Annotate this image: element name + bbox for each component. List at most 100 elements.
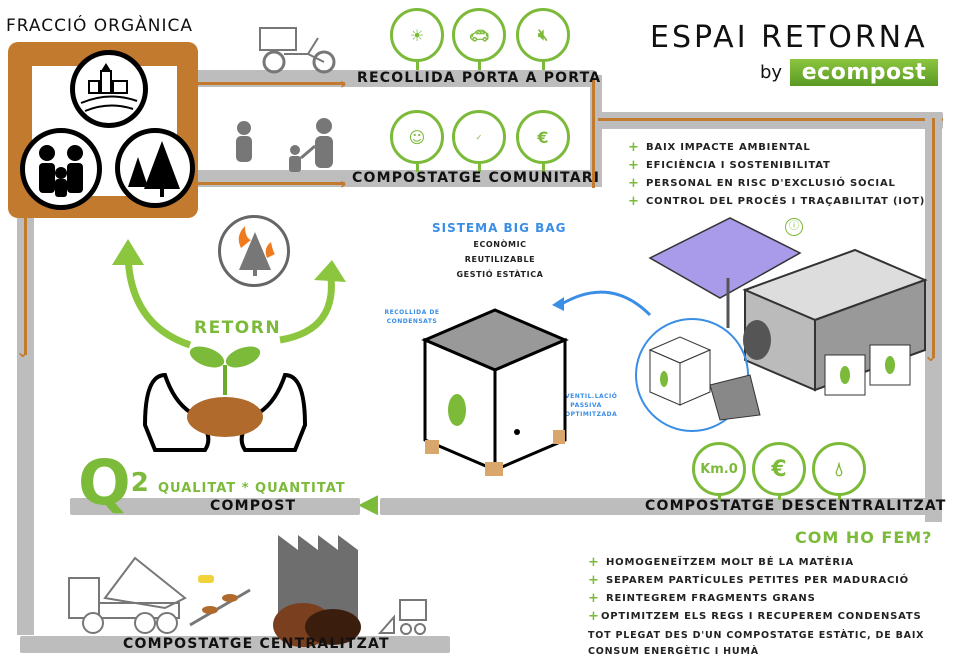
q-squared-symbol: Q2 xyxy=(78,452,149,514)
arrow-down-icon: ⌄ xyxy=(924,346,938,365)
centralized-label: COMPOSTATGE CENTRALITZAT xyxy=(123,636,390,652)
village-icon xyxy=(70,50,148,128)
euro-cycle-icon: € xyxy=(752,442,806,496)
icon-stem xyxy=(416,164,419,172)
how-summary-line: TOT PLEGAT DES D'UN COMPOSTATGE ESTÀTIC,… xyxy=(588,630,925,641)
icon-stem xyxy=(718,494,721,500)
benefit-item: + BAIX IMPACTE AMBIENTAL xyxy=(628,138,925,156)
benefit-item: + PERSONAL EN RISC D'EXCLUSIÓ SOCIAL xyxy=(628,174,925,192)
small-bag-illustration xyxy=(648,335,761,429)
how-summary-line: CONSUM ENERGÈTIC I HUMÀ xyxy=(588,646,759,657)
hands-sprout-icon xyxy=(135,335,315,459)
hand-water-drop-icon: 💧︎ xyxy=(812,442,866,496)
burning-tree-icon xyxy=(218,215,290,287)
how-step-text: OPTIMITZEM ELS REGS I RECUPEREM CONDENSA… xyxy=(601,610,922,622)
icon-stem xyxy=(838,494,841,500)
quality-formula: QUALITAT * QUANTITAT xyxy=(158,481,346,496)
no-noise-icon: 🔇︎ xyxy=(516,8,570,62)
icon-stem xyxy=(542,164,545,172)
solar-panel-illustration xyxy=(648,217,802,332)
plus-icon: + xyxy=(588,590,600,606)
plus-icon: + xyxy=(588,608,600,624)
arrow-left-green-icon: ◀ xyxy=(358,489,378,519)
plus-icon: + xyxy=(588,572,600,588)
benefit-item: + CONTROL DEL PROCÉS I TRAÇABILITAT (IOT) xyxy=(628,192,925,210)
km0-icon: Km.0 xyxy=(692,442,746,496)
big-bag-features: ECONÒMIC REUTILIZABLE GESTIÓ ESTÀTICA xyxy=(440,237,560,282)
plus-icon: + xyxy=(628,175,640,191)
icon-stem xyxy=(778,494,781,500)
cargo-bike-icon xyxy=(258,26,338,80)
compost-label: COMPOST xyxy=(210,498,297,514)
blue-curved-arrow xyxy=(552,290,652,317)
icon-stem xyxy=(542,62,545,70)
benefit-text: PERSONAL EN RISC D'EXCLUSIÓ SOCIAL xyxy=(646,177,896,189)
flow-connector-orange xyxy=(592,78,595,188)
benefits-list: + BAIX IMPACTE AMBIENTAL + EFICIÈNCIA I SO… xyxy=(628,138,925,210)
q-letter: Q xyxy=(78,446,131,519)
big-bag-title: SISTEMA BIG BAG xyxy=(432,221,567,235)
brand-by: by xyxy=(760,62,783,83)
flow-connector-orange-h xyxy=(598,118,943,121)
page-title: ESPAI RETORNA xyxy=(650,20,928,55)
forest-icon xyxy=(115,128,195,208)
ventilation-note: VENTIL.LACIÓ PASSIVA OPTIMITZADA xyxy=(565,393,618,418)
how-step: + HOMOGENEÏTZEM MOLT BÉ LA MATÈRIA xyxy=(588,553,922,571)
electric-car-icon: 🚗︎ xyxy=(452,8,506,62)
benefit-text: CONTROL DEL PROCÉS I TRAÇABILITAT (IOT) xyxy=(646,195,926,207)
plus-icon: + xyxy=(588,554,600,570)
factory-illustration xyxy=(273,535,373,647)
head-knowledge-icon: ☺ xyxy=(390,110,444,164)
how-step: + REINTEGREM FRAGMENTS GRANS xyxy=(588,589,922,607)
hand-euro-icon: € xyxy=(516,110,570,164)
info-icon: ⓘ xyxy=(785,218,803,236)
people-walking-icon xyxy=(230,118,340,180)
arrow-head-icon: › xyxy=(340,174,347,193)
ecompost-logo-text: ecompost xyxy=(801,60,927,85)
plus-icon: + xyxy=(628,157,640,173)
loader-illustration xyxy=(377,595,435,644)
flow-band-left-vertical xyxy=(17,215,34,635)
flow-arrow-door-to-door xyxy=(195,82,345,85)
benefit-text: EFICIÈNCIA I SOSTENIBILITAT xyxy=(646,159,831,171)
how-step-text: REINTEGREM FRAGMENTS GRANS xyxy=(606,592,816,604)
how-step: +OPTIMITZEM ELS REGS I RECUPEREM CONDENS… xyxy=(588,607,922,625)
green-arrow-left-icon xyxy=(112,239,192,349)
how-step-text: HOMOGENEÏTZEM MOLT BÉ LA MATÈRIA xyxy=(606,556,854,568)
decentralized-label: COMPOSTATGE DESCENTRALITZAT xyxy=(645,498,947,514)
retorn-label: RETORN xyxy=(194,318,282,338)
source-label: FRACCIÓ ORGÀNICA xyxy=(6,16,193,36)
benefit-item: + EFICIÈNCIA I SOSTENIBILITAT xyxy=(628,156,925,174)
benefit-text: BAIX IMPACTE AMBIENTAL xyxy=(646,141,811,153)
green-arrow-right-icon xyxy=(279,260,346,344)
how-summary: TOT PLEGAT DES D'UN COMPOSTATGE ESTÀTIC,… xyxy=(588,628,924,660)
flow-band-compost xyxy=(70,498,360,515)
conveyor-illustration xyxy=(189,570,260,634)
how-steps-list: + HOMOGENEÏTZEM MOLT BÉ LA MATÈRIA +SEPAR… xyxy=(588,553,922,625)
family-icon xyxy=(20,128,102,210)
big-bag-feature: ECONÒMIC xyxy=(473,240,527,249)
dump-truck-illustration xyxy=(65,548,195,642)
solar-energy-icon: ☀ xyxy=(390,8,444,62)
flow-band-decentralized xyxy=(380,498,942,515)
big-bag-feature: REUTILIZABLE xyxy=(464,255,536,264)
icon-stem xyxy=(416,62,419,70)
how-step: +SEPAREM PARTÍCULES PETITES PER MADURACI… xyxy=(588,571,922,589)
icon-stem xyxy=(478,62,481,70)
compost-quality-seal-icon: ✓ xyxy=(452,110,506,164)
composter-machine-illustration xyxy=(742,248,928,424)
how-title: COM HO FEM? xyxy=(795,528,933,547)
flow-arrow-left-down xyxy=(24,215,27,355)
q-exponent: 2 xyxy=(130,468,149,498)
big-bag-feature: GESTIÓ ESTÀTICA xyxy=(456,270,544,279)
plus-icon: + xyxy=(628,139,640,155)
plus-icon: + xyxy=(628,193,640,209)
condensate-note: RECOLLIDA DE CONDENSATS xyxy=(384,309,440,325)
big-bag-illustration xyxy=(405,290,585,484)
ecompost-logo: ecompost xyxy=(790,59,938,86)
arrow-head-icon: › xyxy=(340,74,347,93)
arrow-down-icon: ⌄ xyxy=(16,342,30,361)
flow-arrow-right-down xyxy=(932,118,935,358)
icon-stem xyxy=(478,164,481,172)
flow-arrow-community xyxy=(195,182,345,185)
